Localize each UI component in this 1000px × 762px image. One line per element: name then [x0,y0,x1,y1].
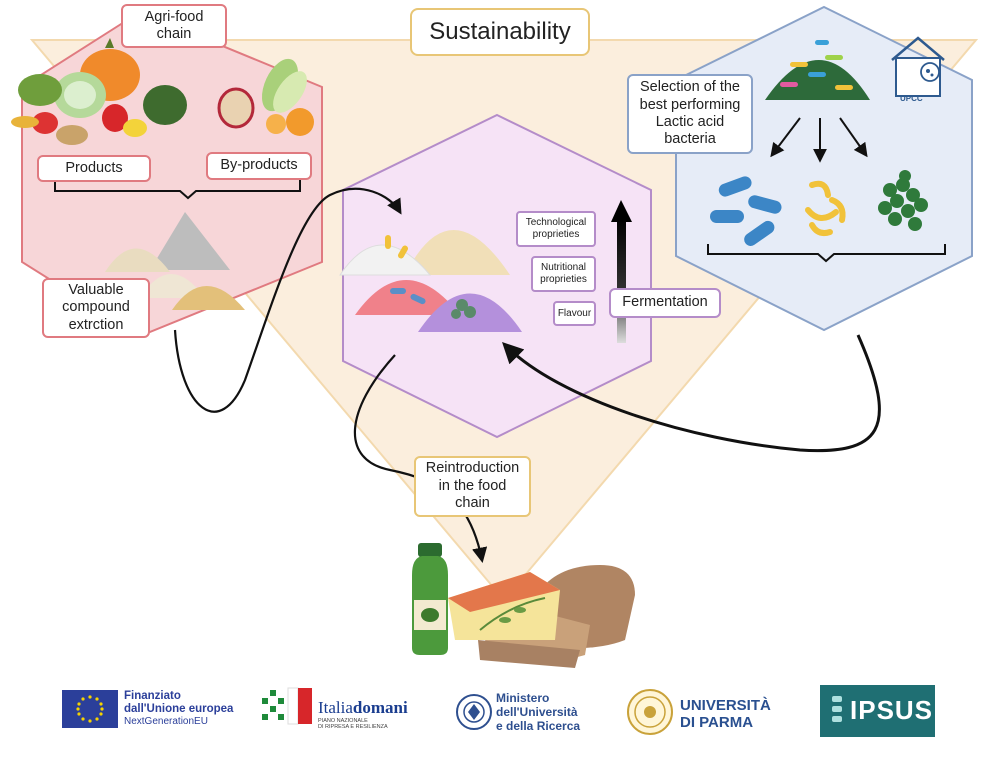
byproducts-label: By-products [206,152,312,180]
parma-line-2: DI PARMA [680,714,754,732]
eu-line-3: NextGenerationEU [124,716,208,728]
bottle-icon [412,543,448,655]
page-title: Sustainability [410,8,590,56]
bacteria-arrow-left [770,117,801,158]
products-brace [54,180,301,200]
italia-domani-icon [262,687,312,725]
domani-word: domani [352,698,408,717]
mur-line-3: e della Ricerca [496,718,581,733]
parma-seal-icon [627,689,673,735]
selection-label: Selection of the best performing Lactic … [627,74,753,154]
powder-piles-icon [105,212,245,310]
italia-sub-2: DI RIPRESA E RESILIENZA [318,723,388,730]
eu-line-2: dall'Unione europea [124,703,234,716]
italia-sub-1: PIANO NAZIONALE [318,717,368,724]
cheese-icon [448,572,560,640]
cocci-bacteria-icon [878,170,928,231]
upcc-label: UPCC [900,94,923,103]
house-icon [891,36,945,97]
bacteria-mix-icon [765,40,870,100]
bacteria-brace [707,244,946,263]
agri-food-chain-label: Agri-food chain [121,4,227,48]
lab-to-fermentation-arrow [502,334,881,453]
fermented-piles-icon [339,230,522,332]
fermentation-arrow-shaft [617,218,626,343]
mur-seal-icon [456,694,492,730]
products-label: Products [37,155,151,182]
reintroduction-label: Reintroduction in the food chain [414,456,531,517]
parma-text: UNIVERSITÀ DI PARMA [680,697,771,732]
fruit-icon [217,58,314,136]
technological-label: Technological proprieties [516,211,596,247]
vegetables-icon [11,38,187,145]
nutritional-label: Nutritional proprieties [531,256,596,292]
ipsus-mark-icon [832,696,842,722]
curved-bacteria-icon [805,180,846,237]
mur-text: Ministero dell'Università e della Ricerc… [496,691,581,733]
ipsus-text: IPSUS [850,695,934,725]
eu-funding-text: Finanziato dall'Unione europea NextGener… [124,690,233,728]
parma-line-1: UNIVERSITÀ [680,697,771,714]
extraction-label: Valuable compound extrction [42,278,150,338]
extraction-to-fermentation-arrow [173,187,402,413]
fermentation-label: Fermentation [609,288,721,318]
bacteria-arrow-right [839,117,868,158]
fermentation-arrow-head [611,200,632,222]
mur-line-1: Ministero [496,691,550,705]
rod-bacteria-icon [710,176,782,246]
mur-line-2: dell'Università [496,704,578,719]
italia-domani-text: Italiadomani PIANO NAZIONALE DI RIPRESA … [318,698,408,730]
flavour-label: Flavour [553,301,596,326]
italia-word: Italia [318,698,353,717]
eu-line-1: Finanziato [124,690,181,702]
eu-flag-icon [62,690,118,728]
